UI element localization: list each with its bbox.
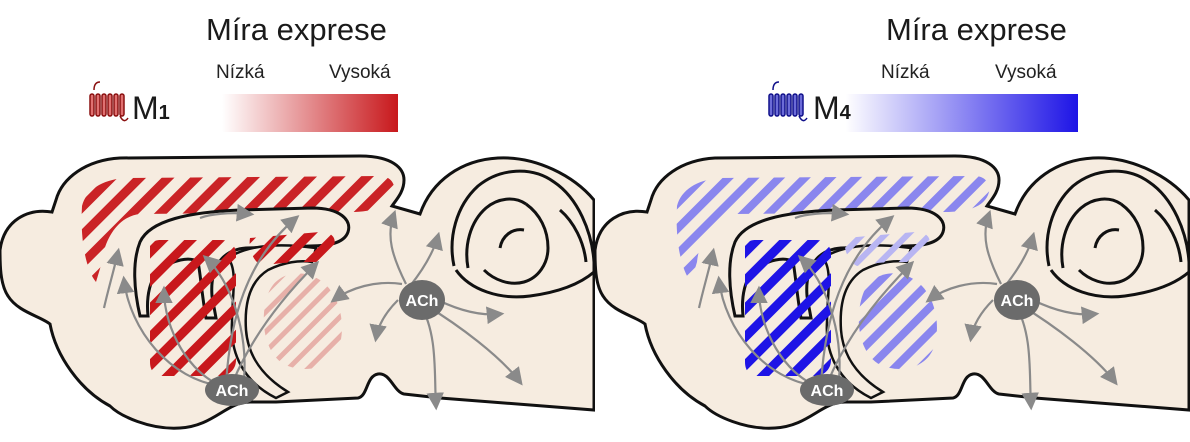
receptor-subscript: 1 [159,102,170,124]
receptor-icon [90,82,128,121]
ach-label-basal-forebrain: ACh [216,383,249,400]
panel-m4: ACh ACh Míra exprese Nízká Vysoká M4 [595,0,1190,442]
receptor-letter: M [813,90,840,126]
ach-label-basal-forebrain: ACh [811,383,844,400]
ach-label-brainstem: ACh [1001,293,1034,310]
legend-high-label: Vysoká [995,62,1057,84]
receptor-icon [769,82,807,121]
legend-low-label: Nízká [216,62,265,84]
legend-high-label: Vysoká [329,62,391,84]
brain-diagram-m1: ACh ACh [0,0,595,442]
expression-gradient-bar [845,94,1078,132]
receptor-name: M4 [813,90,851,127]
receptor-letter: M [132,90,159,126]
ach-label-brainstem: ACh [406,293,439,310]
legend-low-label: Nízká [881,62,930,84]
panel-m1: ACh ACh Míra exprese Nízká Vysoká M1 [0,0,595,442]
legend-title: Míra exprese [206,12,387,48]
legend-title: Míra exprese [886,12,1067,48]
receptor-subscript: 4 [840,102,851,124]
receptor-name: M1 [132,90,170,127]
expression-gradient-bar [222,94,398,132]
